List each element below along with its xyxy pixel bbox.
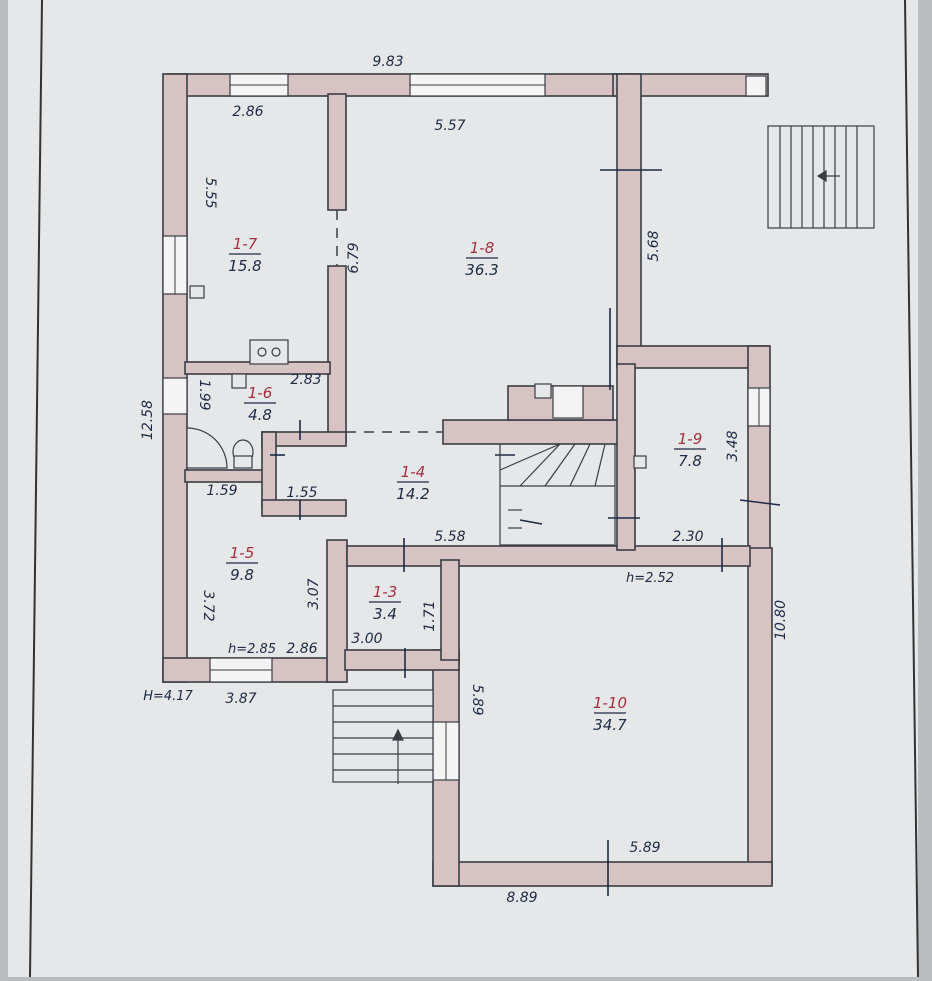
border-line-left bbox=[29, 0, 43, 978]
window-left-2 bbox=[162, 377, 188, 415]
wall-stair-landing bbox=[442, 419, 619, 445]
room-id-1-3: 1-3 bbox=[373, 583, 398, 601]
dimension-14: 3.48 bbox=[725, 430, 741, 461]
window-top-3 bbox=[745, 75, 767, 97]
boiler-icon bbox=[534, 383, 552, 399]
wall-alcove bbox=[616, 345, 769, 369]
dimension-2: 2.86 bbox=[232, 104, 263, 120]
room-area-1-4: 14.2 bbox=[396, 485, 429, 503]
wall-right-lower bbox=[747, 547, 773, 885]
stove-icon bbox=[249, 339, 289, 365]
dimension-13: 2.30 bbox=[672, 529, 703, 545]
wall-front-left bbox=[326, 539, 348, 683]
wall-1-7-1-8-upper bbox=[327, 93, 347, 211]
dimension-19: 2.86 bbox=[286, 641, 317, 657]
dimension-3: 5.57 bbox=[434, 118, 465, 134]
wall-right-column bbox=[747, 345, 771, 567]
height-1: h=2.52 bbox=[626, 571, 674, 586]
dimension-21: 5.89 bbox=[469, 684, 485, 715]
room-area-1-8: 36.3 bbox=[465, 261, 498, 279]
dimension-23: 5.89 bbox=[629, 840, 660, 856]
dimension-17: 1.71 bbox=[422, 600, 438, 631]
dimension-labels: 9.83 2.86 5.57 5.55 6.79 5.68 12.58 1.99 2.83 1.5… bbox=[140, 54, 789, 906]
wall-1-9-left bbox=[616, 363, 636, 551]
wall-1-3-right bbox=[440, 559, 460, 661]
dimension-22: 10.80 bbox=[773, 600, 789, 640]
room-area-1-6: 4.8 bbox=[248, 406, 272, 424]
interior-staircase bbox=[499, 443, 616, 546]
sink-icon bbox=[231, 373, 247, 389]
room-id-1-8: 1-8 bbox=[470, 239, 495, 257]
wall-1-7-1-8-lower bbox=[327, 265, 347, 443]
wall-top-right bbox=[612, 73, 769, 97]
dimension-7: 12.58 bbox=[140, 400, 156, 440]
wall-1-4-1-5-vertical bbox=[261, 431, 277, 509]
shower-icon bbox=[186, 427, 228, 469]
dimension-8: 1.99 bbox=[196, 379, 212, 410]
wall-1-6-1-5 bbox=[184, 469, 266, 483]
dimension-9: 2.83 bbox=[290, 372, 321, 388]
dimension-10: 1.59 bbox=[206, 483, 237, 499]
room-area-1-5: 9.8 bbox=[230, 566, 254, 584]
room-id-1-6: 1-6 bbox=[248, 384, 273, 402]
dimension-1: 9.83 bbox=[372, 54, 403, 70]
socket-1-9 bbox=[633, 455, 647, 469]
wall-right-upper bbox=[616, 73, 642, 365]
dimension-11: 1.55 bbox=[286, 485, 317, 501]
room-area-1-7: 15.8 bbox=[228, 257, 261, 275]
room-area-1-9: 7.8 bbox=[678, 452, 702, 470]
border-line-right bbox=[904, 0, 919, 978]
dimension-4: 5.55 bbox=[202, 177, 218, 208]
wall-mid-horizontal bbox=[346, 545, 751, 567]
room-id-1-4: 1-4 bbox=[401, 463, 426, 481]
window-stair bbox=[552, 385, 584, 419]
room-id-1-9: 1-9 bbox=[678, 430, 703, 448]
dimension-16: 3.07 bbox=[306, 578, 322, 609]
entrance-stairs bbox=[332, 689, 434, 784]
dimension-6: 5.68 bbox=[646, 230, 662, 261]
height-3: H=4.17 bbox=[143, 689, 193, 704]
room-area-1-10: 34.7 bbox=[593, 716, 627, 734]
wall-bottom-right bbox=[432, 861, 773, 887]
dimension-18: 3.00 bbox=[351, 631, 382, 647]
room-id-1-5: 1-5 bbox=[230, 544, 255, 562]
height-2: h=2.85 bbox=[228, 642, 276, 657]
dimension-5: 6.79 bbox=[346, 242, 362, 273]
room-id-1-7: 1-7 bbox=[233, 235, 258, 253]
dimension-12: 5.58 bbox=[434, 529, 465, 545]
dimension-24: 8.89 bbox=[506, 890, 537, 906]
dimension-20: 3.87 bbox=[225, 691, 256, 707]
socket-1-7 bbox=[189, 285, 205, 299]
dimension-15: 3.72 bbox=[200, 590, 216, 621]
wall-1-4-1-5 bbox=[261, 499, 347, 517]
side-stairs bbox=[767, 125, 875, 229]
room-labels: 1-7 15.8 1-8 36.3 1-6 4.8 1-4 14.2 1-5 9.8 1-3 3.4 1… bbox=[226, 235, 706, 734]
room-id-1-10: 1-10 bbox=[593, 694, 627, 712]
room-area-1-3: 3.4 bbox=[373, 605, 397, 623]
